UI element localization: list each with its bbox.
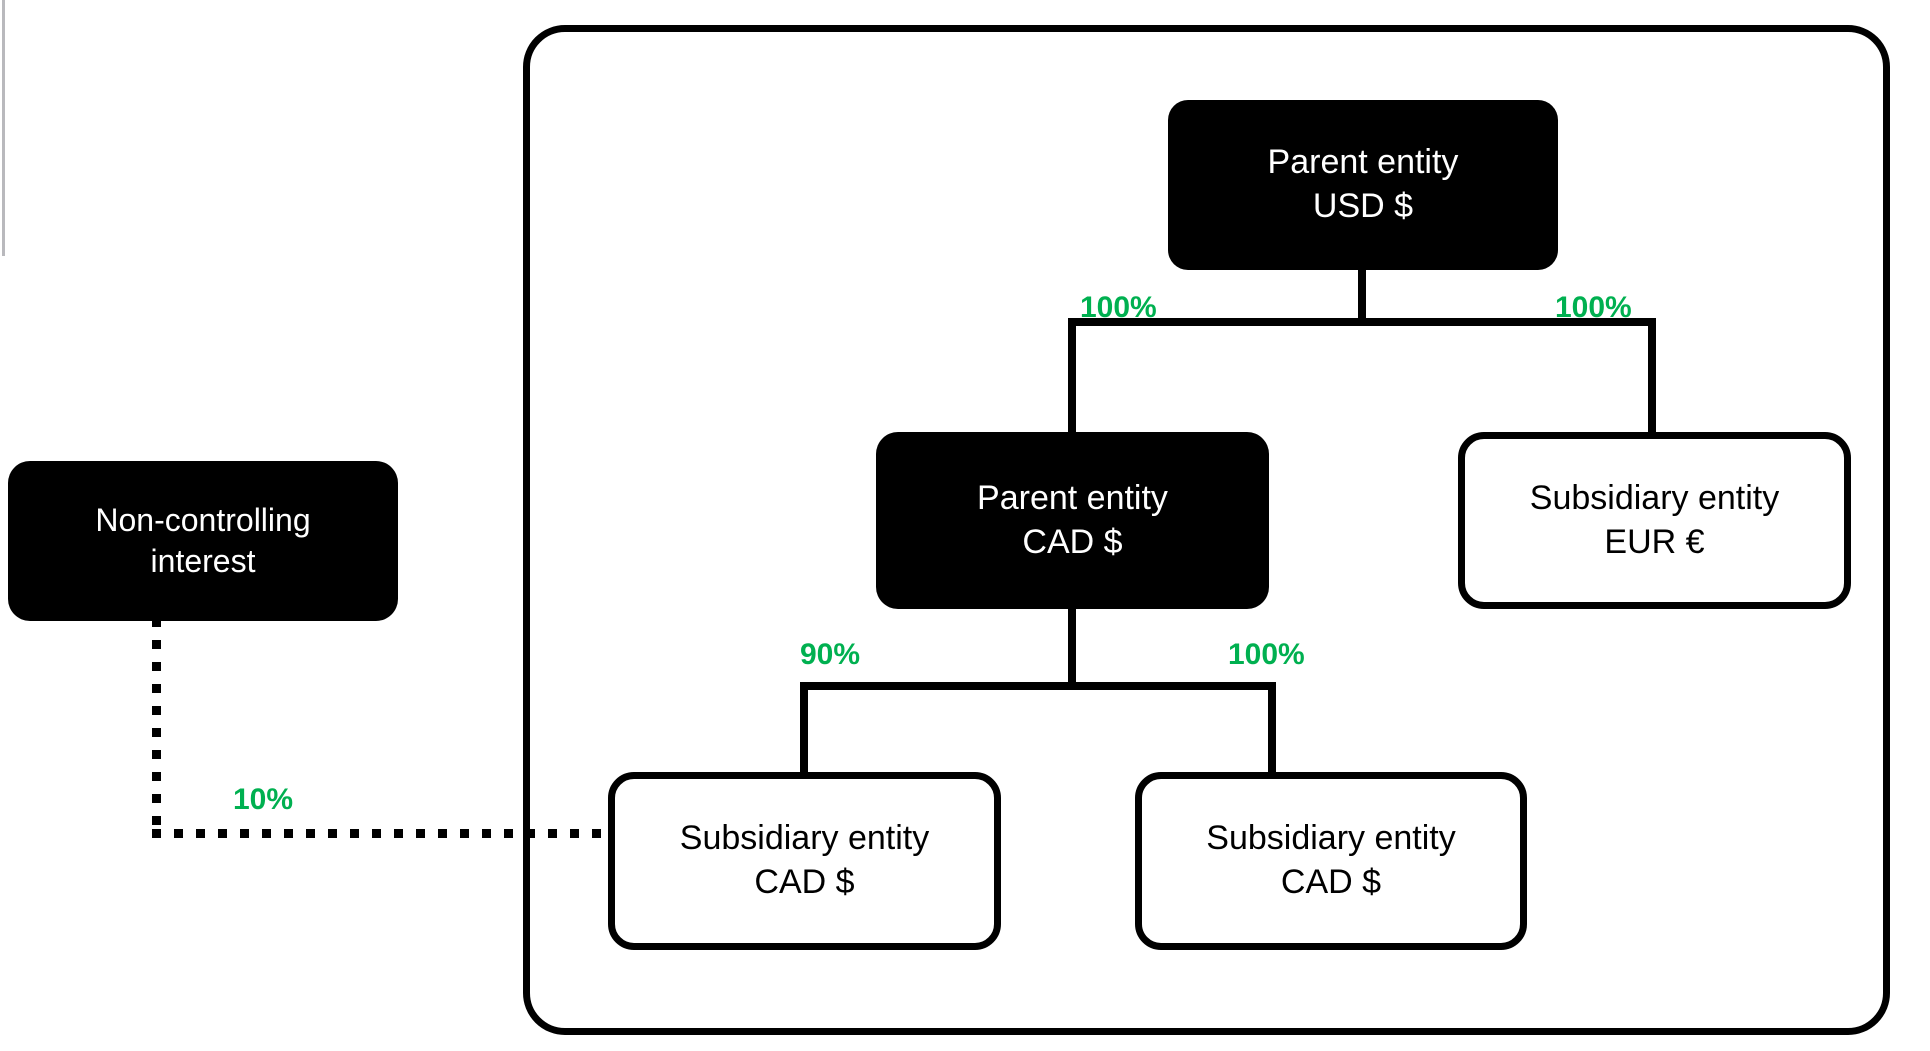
node-currency: EUR €	[1604, 522, 1705, 561]
node-title: Subsidiary entity	[1529, 478, 1780, 517]
connector-level2-bus	[1068, 318, 1656, 326]
node-parent-entity-usd[interactable]: Parent entity USD $	[1168, 100, 1558, 270]
connector-nci-horizontal	[152, 829, 622, 838]
connector-nci-vertical-lower	[152, 728, 161, 838]
node-currency: CAD $	[754, 863, 855, 901]
edge-label-nci-to-sub1: 10%	[233, 783, 294, 816]
node-subsidiary-entity-cad-left[interactable]: Subsidiary entity CAD $	[608, 772, 1001, 950]
node-non-controlling-interest[interactable]: Non-controlling interest	[8, 461, 398, 621]
edge-label-usd-to-eur: 100%	[1555, 291, 1632, 324]
node-currency: CAD $	[1022, 522, 1123, 561]
connector-parent-cad-stem	[1068, 606, 1076, 688]
edge-label-cad-to-sub1: 90%	[800, 638, 861, 671]
connector-usd-to-eur	[1648, 318, 1656, 436]
node-title: Parent entity	[977, 478, 1168, 517]
node-parent-entity-cad[interactable]: Parent entity CAD $	[876, 432, 1269, 609]
left-edge-rule	[2, 0, 5, 256]
connector-cad-to-sub-left	[800, 682, 808, 776]
node-subsidiary-entity-cad-right[interactable]: Subsidiary entity CAD $	[1135, 772, 1527, 950]
node-title: Parent entity	[1267, 143, 1459, 182]
connector-level3-bus	[800, 682, 1276, 690]
connector-usd-to-cad	[1068, 318, 1076, 436]
connector-cad-to-sub-right	[1268, 682, 1276, 776]
connector-parent-usd-stem	[1358, 268, 1366, 324]
node-currency: USD $	[1312, 187, 1414, 225]
node-currency: CAD $	[1280, 863, 1382, 901]
node-title: Subsidiary entity	[679, 819, 930, 858]
edge-label-cad-to-sub2: 100%	[1228, 638, 1305, 671]
node-subtitle: interest	[150, 543, 256, 579]
node-title: Subsidiary entity	[1206, 819, 1456, 858]
consolidation-group-boundary	[523, 25, 1890, 1035]
node-title: Non-controlling	[95, 502, 311, 539]
connector-nci-vertical-upper	[152, 618, 161, 728]
edge-label-usd-to-cad: 100%	[1080, 291, 1157, 324]
node-subsidiary-entity-eur[interactable]: Subsidiary entity EUR €	[1458, 432, 1851, 609]
